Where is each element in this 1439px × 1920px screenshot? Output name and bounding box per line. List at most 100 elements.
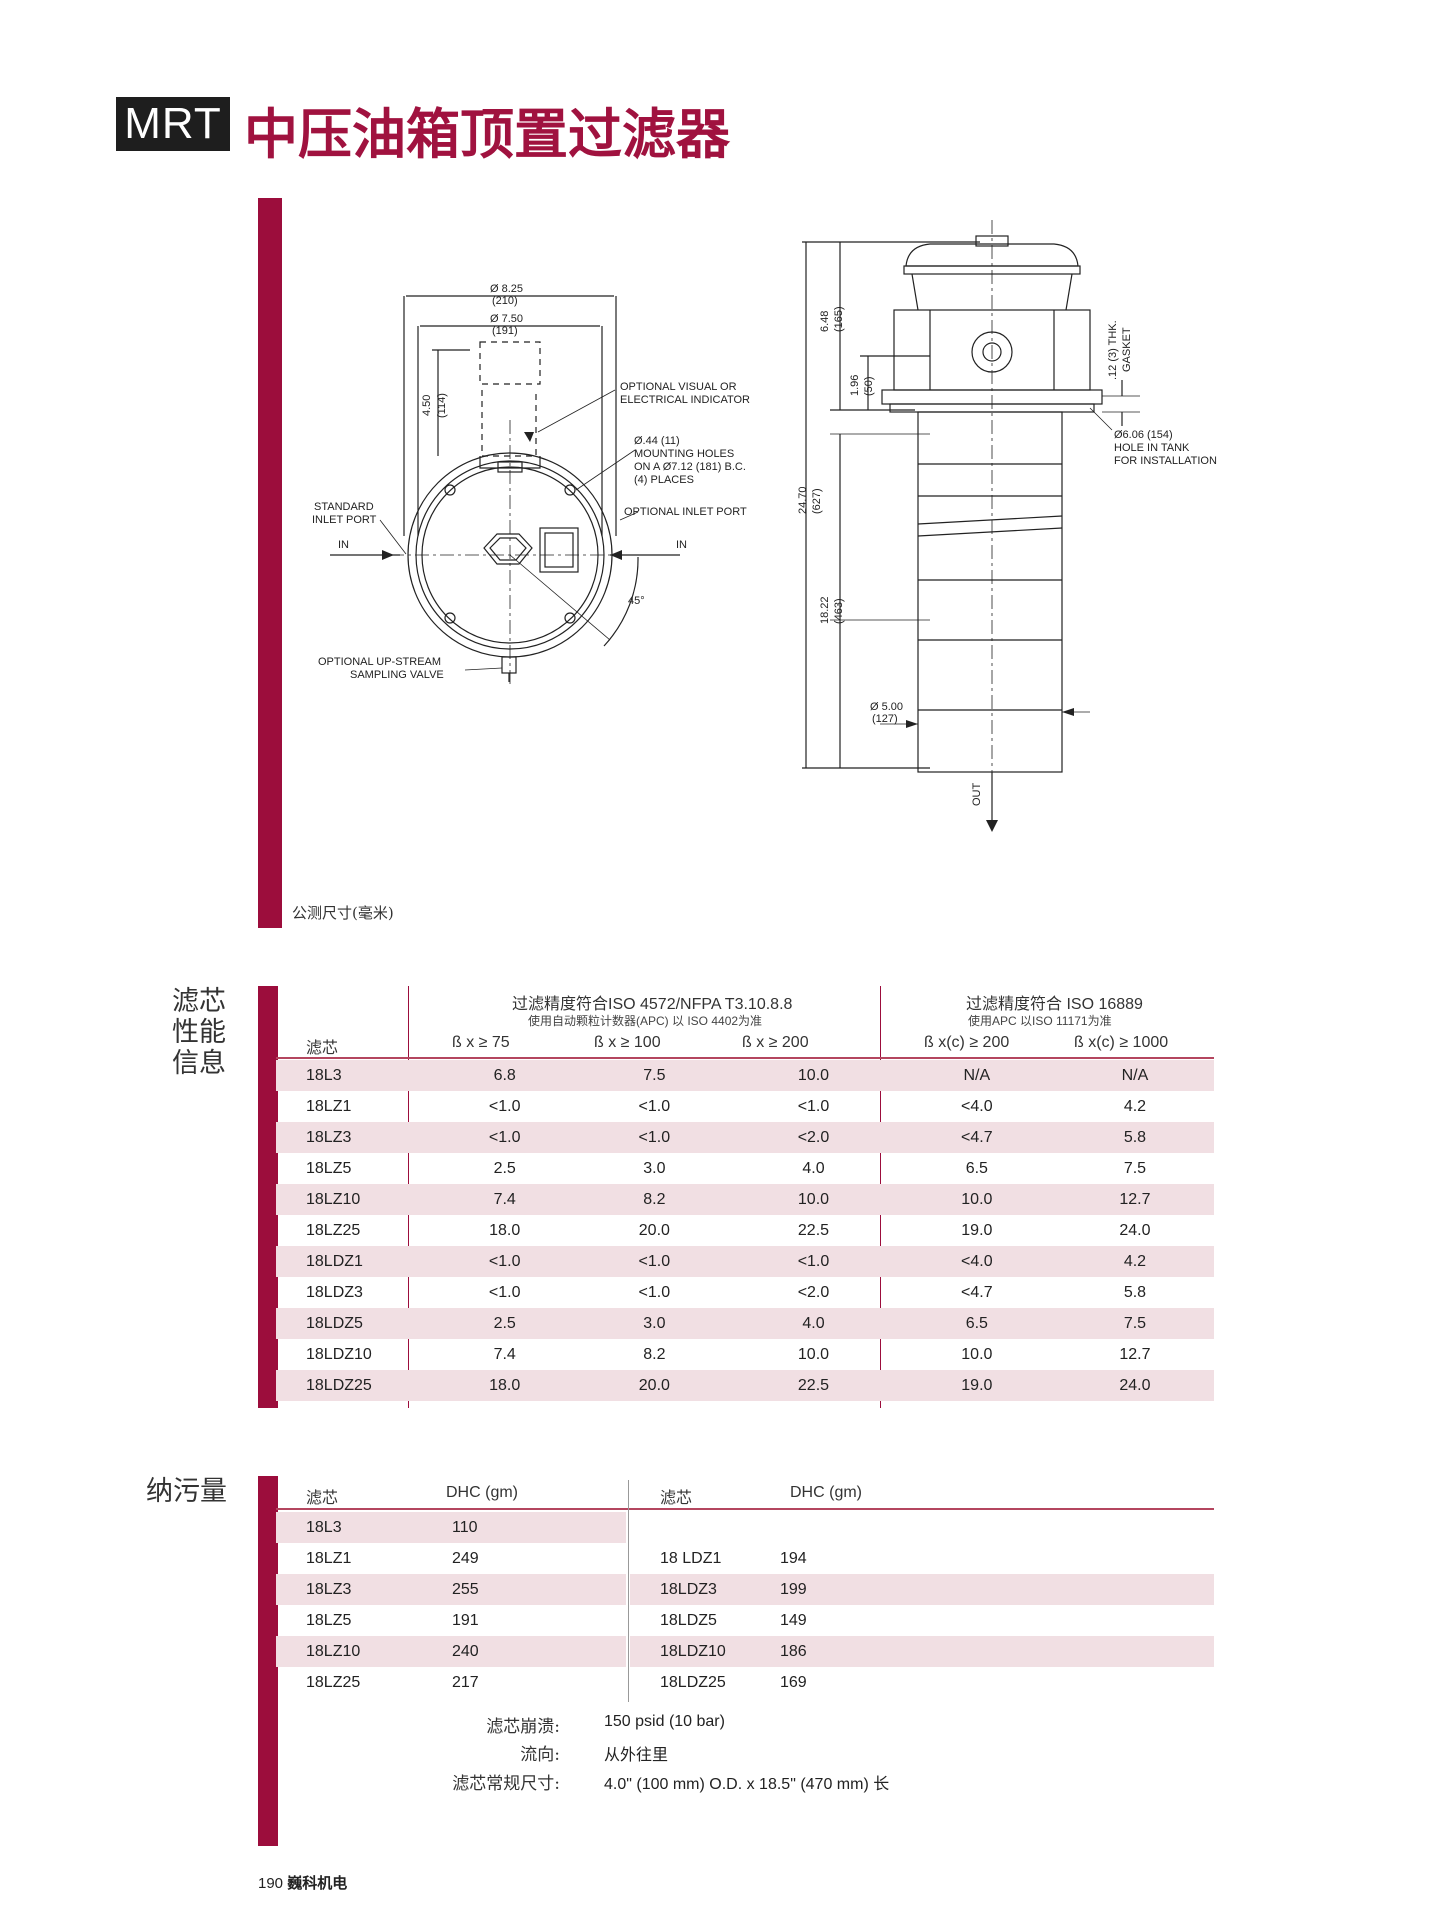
beta-value-cell: <1.0 — [488, 1283, 521, 1301]
beta-value-cell: 24.0 — [1119, 1221, 1151, 1239]
element-cell: 18LZ25 — [306, 1221, 361, 1239]
dim-inner-mm-label: (191) — [492, 325, 518, 337]
in-right-label: IN — [676, 539, 687, 551]
beta-value-cell: 5.8 — [1123, 1283, 1147, 1301]
dhc-left-col-element: 滤芯 — [306, 1490, 339, 1507]
beta-value-cell: 6.8 — [429, 1060, 580, 1091]
dhc-element: 18LDZ5 — [660, 1612, 717, 1629]
beta-value-cell: 12.7 — [1055, 1184, 1214, 1215]
page-number: 190 — [258, 1875, 284, 1892]
beta-value-cell: 7.4 — [493, 1345, 516, 1363]
indicator-label-1: OPTIONAL VISUAL OR — [620, 381, 737, 393]
dhc-value: 249 — [452, 1550, 479, 1567]
standard-inlet-label-2: INLET PORT — [312, 514, 377, 526]
beta-value-cell: 2.5 — [429, 1308, 580, 1339]
holes-label-1: Ø.44 (11) — [634, 435, 680, 447]
beta-value-cell: N/A — [1055, 1060, 1214, 1091]
list-item: 18LDZ5 149 — [630, 1605, 1214, 1636]
dim-1822-label: 18.22 — [819, 596, 831, 624]
dim-648-mm-label: (165) — [833, 306, 845, 332]
dhc-left-col-dhc: DHC (gm) — [446, 1484, 518, 1501]
beta-value-cell: 19.0 — [897, 1370, 1056, 1401]
dhc-value: 149 — [780, 1612, 807, 1629]
beta-value-cell: 20.0 — [579, 1370, 730, 1401]
dhc-value: 191 — [452, 1612, 479, 1629]
tank-hole-label-3: FOR INSTALLATION — [1114, 455, 1217, 467]
dhc-element: 18LZ5 — [306, 1612, 352, 1629]
beta-value-cell: 3.0 — [579, 1308, 730, 1339]
col-betac200-header: ß x(c) ≥ 200 — [924, 1034, 1010, 1051]
drawing-section-bar — [258, 198, 282, 928]
beta-value-cell: N/A — [897, 1060, 1056, 1091]
dim-196-mm-label: (50) — [863, 376, 875, 396]
technical-drawing: Ø 8.25 (210) Ø 7.50 (191) 4.50 (114) OPT… — [312, 220, 1217, 832]
group2-title: 过滤精度符合 ISO 16889 — [966, 996, 1143, 1013]
beta-value-cell: <1.0 — [488, 1097, 521, 1115]
beta-value-cell: <1.0 — [638, 1283, 671, 1301]
beta-value-cell: 6.5 — [897, 1308, 1056, 1339]
beta-value-cell: 7.5 — [1123, 1159, 1147, 1177]
dim-height-mm-label: (114) — [436, 393, 448, 418]
dim-2470-mm-label: (627) — [811, 488, 823, 514]
dhc-value: 169 — [780, 1674, 807, 1691]
element-cell: 18L3 — [276, 1060, 430, 1091]
col-element-header: 滤芯 — [306, 1040, 339, 1057]
beta-value-cell: <2.0 — [797, 1283, 830, 1301]
dhc-divider — [628, 1480, 629, 1702]
size-value: 4.0" (100 mm) O.D. x 18.5" (470 mm) 长 — [604, 1776, 890, 1793]
beta-value-cell: <1.0 — [729, 1246, 898, 1277]
tank-hole-label-2: HOLE IN TANK — [1114, 442, 1190, 454]
group1-title: 过滤精度符合ISO 4572/NFPA T3.10.8.8 — [512, 996, 793, 1013]
optional-inlet-label: OPTIONAL INLET PORT — [624, 506, 747, 518]
dim-1822-mm-label: (463) — [833, 598, 845, 624]
dhc-right-header: 滤芯 DHC (gm) — [630, 1480, 1214, 1508]
dhc-element: 18LZ3 — [306, 1581, 352, 1598]
list-item: 18LZ5 191 — [276, 1605, 626, 1636]
col-betac1000-header: ß x(c) ≥ 1000 — [1074, 1034, 1169, 1051]
holes-label-3: ON A Ø7.12 (181) B.C. — [634, 461, 746, 473]
dhc-section-label: 纳污量 — [146, 1476, 227, 1507]
angle-label: 45° — [628, 595, 645, 607]
beta-value-cell: <1.0 — [429, 1122, 580, 1153]
dhc-element: 18LDZ25 — [660, 1674, 726, 1691]
beta-value-cell: 4.0 — [802, 1159, 825, 1177]
dhc-value: 217 — [452, 1674, 479, 1691]
beta-value-cell: 2.5 — [493, 1159, 516, 1177]
beta-value-cell: <4.7 — [961, 1283, 993, 1301]
dhc-element: 18LDZ10 — [660, 1643, 726, 1660]
in-left-label: IN — [338, 539, 349, 551]
series-badge: MRT — [116, 97, 230, 151]
out-label: OUT — [971, 783, 983, 807]
dhc-element: 18LZ10 — [306, 1643, 361, 1660]
beta-value-cell: 8.2 — [643, 1345, 666, 1363]
element-cell: 18LDZ3 — [306, 1283, 363, 1301]
element-cell: 18LZ3 — [276, 1122, 430, 1153]
performance-label-line-3: 信息 — [172, 1048, 226, 1079]
beta-value-cell: <4.0 — [961, 1097, 993, 1115]
beta-value-cell: <1.0 — [579, 1122, 730, 1153]
dim-500-mm-label: (127) — [872, 713, 898, 725]
performance-label-line-1: 滤芯 — [172, 986, 226, 1017]
group2-subtitle: 使用APC 以ISO 11171为准 — [968, 1014, 1112, 1028]
beta-value-cell: <1.0 — [638, 1097, 671, 1115]
dhc-element: 18 LDZ1 — [660, 1550, 722, 1567]
flow-value: 从外往里 — [604, 1745, 669, 1764]
dim-500-label: Ø 5.00 — [870, 701, 903, 713]
col-beta100-header: ß x ≥ 100 — [594, 1034, 661, 1051]
beta-value-cell: 4.0 — [729, 1308, 898, 1339]
performance-header-rule — [276, 1057, 1214, 1059]
dim-outer-label: Ø 8.25 — [490, 283, 523, 295]
beta-value-cell: 5.8 — [1055, 1122, 1214, 1153]
collapse-value: 150 psid (10 bar) — [604, 1713, 725, 1730]
dim-196-label: 1.96 — [849, 375, 861, 396]
